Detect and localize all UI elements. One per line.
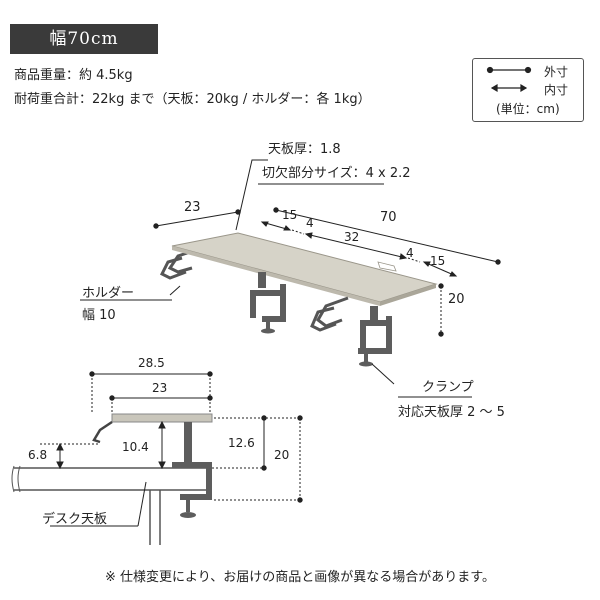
dim-width-70: 70: [380, 210, 397, 225]
desk-shelf-illustration: [159, 232, 438, 367]
product-weight-text: 商品重量：約 4.5kg: [14, 68, 133, 83]
dim-left-4: 4: [306, 216, 314, 230]
dim-side-23: 23: [152, 381, 168, 395]
legend-inner-label: 内寸: [544, 83, 569, 97]
dim-depth-23: 23: [184, 200, 201, 215]
dim-left-15: 15: [282, 208, 298, 222]
notch: [377, 261, 397, 272]
holder-label: ホルダー: [82, 286, 135, 301]
load-capacity-text: 耐荷重合計：22kg まで（天板：20kg / ホルダー：各 1kg）: [14, 92, 371, 107]
outer-dimension-icon: [486, 66, 532, 74]
top-thickness-label: 天板厚：1.8: [268, 142, 341, 157]
legend-outer-label: 外寸: [544, 65, 569, 79]
right-holder: [310, 296, 349, 332]
shelf-top: [171, 232, 438, 303]
desk-top-label: デスク天板: [42, 512, 108, 527]
dim-side-12-6: 12.6: [228, 436, 255, 450]
footer-note: ※ 仕様変更により、お届けの商品と画像が異なる場合があります。: [105, 570, 495, 585]
desk-top: [14, 467, 211, 491]
dim-right-15: 15: [430, 254, 446, 268]
dim-right-4: 4: [406, 246, 414, 260]
left-holder: [159, 248, 197, 280]
product-width-title: 幅70cm: [10, 24, 158, 54]
clamp-range-label: 対応天板厚 2 ～ 5: [398, 405, 505, 420]
dim-side-20: 20: [274, 448, 290, 462]
clamp-label: クランプ: [422, 380, 474, 395]
dim-side-6-8: 6.8: [28, 448, 48, 462]
dim-side-28-5: 28.5: [138, 356, 165, 370]
inner-dimension-icon: [490, 83, 528, 93]
side-shelf-plate: [111, 413, 213, 423]
right-clamp: [358, 306, 392, 367]
left-clamp: [250, 272, 286, 334]
notch-size-label: 切欠部分サイズ：4 x 2.2: [262, 166, 411, 181]
dimension-legend: [472, 58, 584, 122]
dim-height-20: 20: [448, 292, 465, 307]
legend-unit-label: (単位：cm): [496, 102, 560, 116]
dim-side-10-4: 10.4: [122, 440, 149, 454]
dim-middle-32: 32: [344, 230, 360, 244]
holder-width-label: 幅 10: [82, 308, 116, 323]
side-view-illustration: [11, 413, 213, 545]
